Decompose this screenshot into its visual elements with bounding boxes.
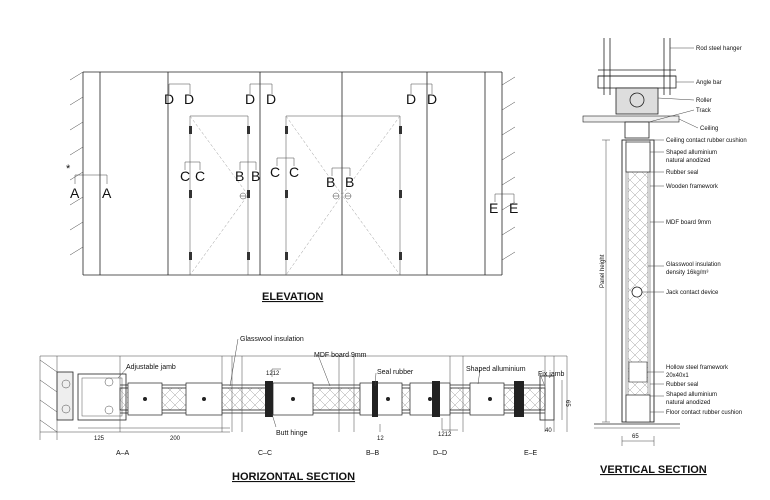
hinges [189,126,402,260]
hs-dim-40: 40 [545,428,552,434]
vs-ceiling [582,115,680,123]
hs-dim-1212-top: 1212 [266,371,280,377]
vs-label-hollow-1: Hollow steel framework [666,365,729,371]
hs-label-fix-jamb: Fix jamb [538,371,565,378]
elevation-title: ELEVATION [262,291,323,303]
vs-label-shaped-alu-1: Shaped alluminium [666,150,717,156]
vs-label-floor-cushion: Floor contact rubber cushion [666,410,742,416]
vs-label-wooden-framework: Wooden framework [666,184,719,190]
vs-jack-device [631,286,643,298]
vs-label-shaped-alu-1b: natural anodized [666,158,710,164]
vs-label-rubber-seal-2: Rubber seal [666,382,698,388]
vs-label-angle-bar: Angle bar [696,80,722,86]
hs-tag-bb: B–B [366,450,380,457]
vs-label-shaped-alu-2b: natural anodized [666,400,710,406]
hs-label-adjustable-jamb: Adjustable jamb [126,364,176,371]
vs-dim-65: 65 [632,434,639,440]
hs-label-butt-hinge: Butt hinge [276,430,308,437]
door-leaf-1 [189,115,249,276]
vs-label-mdf: MDF board 9mm [666,220,711,226]
hs-label-glasswool: Glasswool insulation [240,336,304,343]
horizontal-section-view: Glasswool insulation MDF board 9mm Adjus… [39,336,570,483]
marker-d1-right: D [184,91,194,107]
right-wall [501,72,516,275]
hs-dim-1212-bottom: 1212 [438,432,452,438]
elevation-view: * A A D D D D D D C C B B C C B B E E EL… [66,71,518,303]
vs-hollow-framework [628,361,648,383]
vs-label-track: Track [696,108,712,114]
marker-c2-right: C [289,164,299,180]
hs-dim-12: 12 [377,436,384,442]
vs-panel-height: Panel height [600,254,606,288]
hs-seal-bb [372,381,378,417]
vs-label-glasswool-2: density 16kg/m³ [666,270,708,276]
marker-e-left: E [489,200,498,216]
hs-dim-200: 200 [170,436,181,442]
vs-label-ceiling: Ceiling [700,126,718,132]
marker-d2-right: D [266,91,276,107]
marker-d3-left: D [406,91,416,107]
vertical-section-title: VERTICAL SECTION [600,464,707,476]
marker-d1-left: D [164,91,174,107]
marker-c2-left: C [270,164,280,180]
marker-b1-right: B [251,168,260,184]
vs-label-roller: Roller [696,98,712,104]
left-wall [69,71,84,275]
vs-label-jack: Jack contact device [666,290,719,296]
hs-tag-aa: A–A [116,450,130,457]
hs-dim-125: 125 [94,436,105,442]
hs-label-shaped-aluminium: Shaped alluminium [466,366,526,373]
marker-d2-left: D [245,91,255,107]
door-handles [239,192,352,200]
asterisk-mark: * [66,163,71,175]
horizontal-section-title: HORIZONTAL SECTION [232,471,355,483]
hs-label-seal-rubber: Seal rubber [377,369,414,376]
vs-roller [615,87,659,115]
door-leaf-2 [285,115,401,276]
marker-e-right: E [509,200,518,216]
vs-label-rubber-seal-1: Rubber seal [666,170,698,176]
hs-tag-dd: D–D [433,450,447,457]
marker-a-left: A [70,185,80,201]
hs-tag-cc: C–C [258,450,272,457]
vs-label-glasswool-1: Glasswool insulation [666,262,721,268]
section-leaders [74,83,515,202]
marker-c1-right: C [195,168,205,184]
vertical-section-view: Panel height 65 Rod steel hanger [582,38,747,476]
vs-label-ceiling-cushion: Ceiling contact rubber cushion [666,138,747,144]
vs-label-shaped-alu-2: Shaped alluminium [666,392,717,398]
marker-c1-left: C [180,168,190,184]
marker-b2-left: B [326,174,335,190]
marker-b2-right: B [345,174,354,190]
marker-b1-left: B [235,168,244,184]
vs-label-rod-hanger: Rod steel hanger [696,46,742,52]
vs-track [624,121,650,139]
marker-a-right: A [102,185,112,201]
hs-hinge-cc [265,381,273,417]
vs-label-hollow-2: 20x40x1 [666,373,689,379]
marker-d3-right: D [427,91,437,107]
hs-label-mdf: MDF board 9mm [314,352,367,359]
hs-tag-ee: E–E [524,450,538,457]
hs-dim-65: 65 [564,400,570,407]
hs-adjustable-jamb [77,373,127,421]
